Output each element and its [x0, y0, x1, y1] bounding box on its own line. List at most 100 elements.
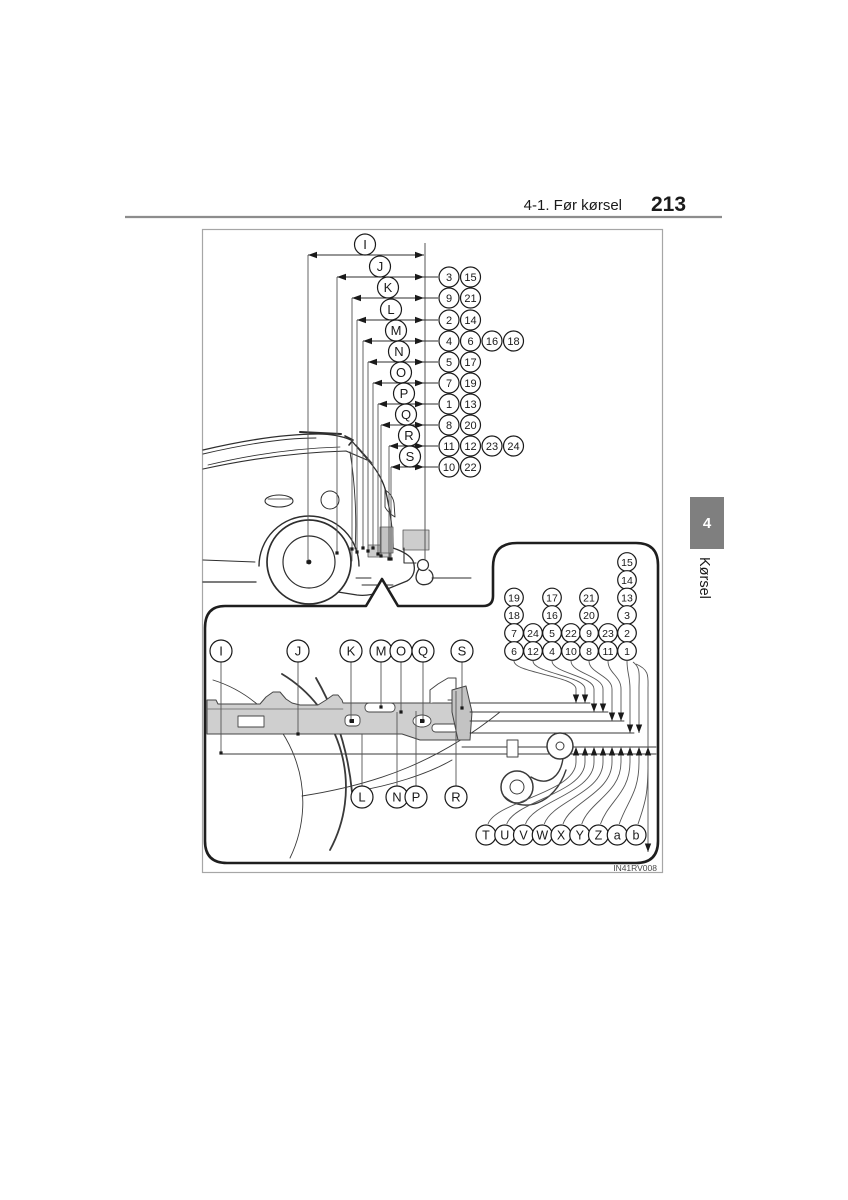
detail-number-8: 8 [579, 641, 599, 661]
svg-text:Q: Q [401, 407, 411, 422]
detail-number-10: 10 [561, 641, 581, 661]
svg-text:6: 6 [467, 336, 473, 348]
svg-text:12: 12 [527, 646, 539, 658]
detail-letter-b: b [625, 824, 647, 846]
svg-text:6: 6 [511, 646, 517, 658]
dim-number-12: 12 [459, 435, 482, 457]
detail-number-24: 24 [523, 623, 543, 643]
svg-text:21: 21 [464, 293, 476, 305]
dim-letter-O: O [389, 361, 413, 384]
dim-letter-L: L [379, 298, 403, 321]
svg-text:N: N [392, 790, 401, 805]
dim-number-11: 11 [438, 435, 460, 457]
svg-text:K: K [384, 280, 393, 295]
svg-text:14: 14 [621, 575, 633, 587]
dim-number-19: 19 [459, 372, 482, 394]
dim-number-8: 8 [438, 414, 460, 436]
detail-number-18: 18 [504, 605, 524, 625]
svg-text:1: 1 [446, 399, 452, 411]
svg-text:13: 13 [464, 399, 476, 411]
dim-number-13: 13 [459, 393, 482, 415]
svg-text:Y: Y [576, 829, 585, 843]
svg-text:23: 23 [486, 441, 498, 453]
chapter-tab-label: Kørsel [696, 557, 712, 599]
svg-text:22: 22 [464, 462, 476, 474]
dim-number-16: 16 [481, 330, 503, 352]
svg-text:16: 16 [486, 336, 498, 348]
svg-text:8: 8 [586, 646, 592, 658]
svg-text:S: S [458, 644, 467, 659]
svg-text:2: 2 [624, 628, 630, 640]
svg-text:15: 15 [464, 272, 476, 284]
dim-letter-N: N [387, 340, 411, 363]
svg-text:21: 21 [583, 592, 595, 604]
svg-text:S: S [406, 449, 415, 464]
svg-text:J: J [295, 644, 302, 659]
detail-letter-K: K [339, 639, 363, 663]
dim-letter-K: K [376, 276, 400, 299]
svg-text:17: 17 [464, 357, 476, 369]
detail-number-11: 11 [598, 641, 618, 661]
svg-text:R: R [404, 428, 413, 443]
svg-text:I: I [363, 237, 367, 252]
dim-number-14: 14 [459, 309, 482, 331]
svg-text:11: 11 [603, 646, 614, 658]
detail-number-16: 16 [542, 605, 562, 625]
svg-text:15: 15 [621, 557, 633, 569]
detail-number-9: 9 [579, 623, 599, 643]
dim-number-22: 22 [459, 456, 482, 478]
svg-text:R: R [451, 790, 460, 805]
dim-number-9: 9 [438, 287, 460, 309]
svg-text:2: 2 [446, 315, 452, 327]
detail-number-1: 1 [617, 641, 637, 661]
svg-text:a: a [614, 829, 621, 843]
svg-text:24: 24 [527, 628, 539, 640]
svg-text:Q: Q [418, 644, 428, 659]
detail-number-6: 6 [504, 641, 524, 661]
detail-number-3: 3 [617, 605, 637, 625]
svg-text:J: J [377, 259, 384, 274]
svg-text:1: 1 [624, 646, 630, 658]
svg-text:5: 5 [446, 357, 452, 369]
header-page-number: 213 [651, 193, 686, 216]
svg-text:7: 7 [446, 378, 452, 390]
svg-text:L: L [387, 302, 394, 317]
svg-text:24: 24 [507, 441, 519, 453]
svg-text:12: 12 [464, 441, 476, 453]
dim-number-5: 5 [438, 351, 460, 373]
svg-text:I: I [219, 644, 223, 659]
chapter-tab-box [690, 497, 724, 549]
detail-letter-T: T [475, 824, 497, 846]
svg-text:N: N [394, 344, 403, 359]
detail-letter-S: S [450, 639, 474, 663]
svg-text:13: 13 [621, 592, 633, 604]
svg-text:3: 3 [446, 272, 452, 284]
dim-number-4: 4 [438, 330, 460, 352]
dim-number-21: 21 [459, 287, 482, 309]
svg-text:O: O [396, 365, 406, 380]
svg-text:18: 18 [507, 336, 519, 348]
svg-text:O: O [396, 644, 406, 659]
dim-number-10: 10 [438, 456, 460, 478]
detail-number-4: 4 [542, 641, 562, 661]
detail-letter-Q: Q [411, 639, 435, 663]
chapter-tab: 4 Kørsel [690, 497, 724, 599]
dim-number-24: 24 [502, 435, 525, 457]
detail-letter-I: I [209, 639, 233, 663]
svg-text:X: X [557, 829, 566, 843]
dim-number-17: 17 [459, 351, 482, 373]
detail-number-17: 17 [542, 587, 562, 608]
svg-text:W: W [536, 829, 548, 843]
detail-number-7: 7 [504, 623, 524, 643]
svg-text:4: 4 [446, 336, 452, 348]
dim-number-18: 18 [502, 330, 525, 352]
svg-text:9: 9 [586, 628, 592, 640]
svg-text:10: 10 [443, 462, 455, 474]
detail-letter-X: X [550, 824, 572, 846]
svg-text:P: P [412, 790, 421, 805]
detail-letter-J: J [286, 639, 310, 663]
